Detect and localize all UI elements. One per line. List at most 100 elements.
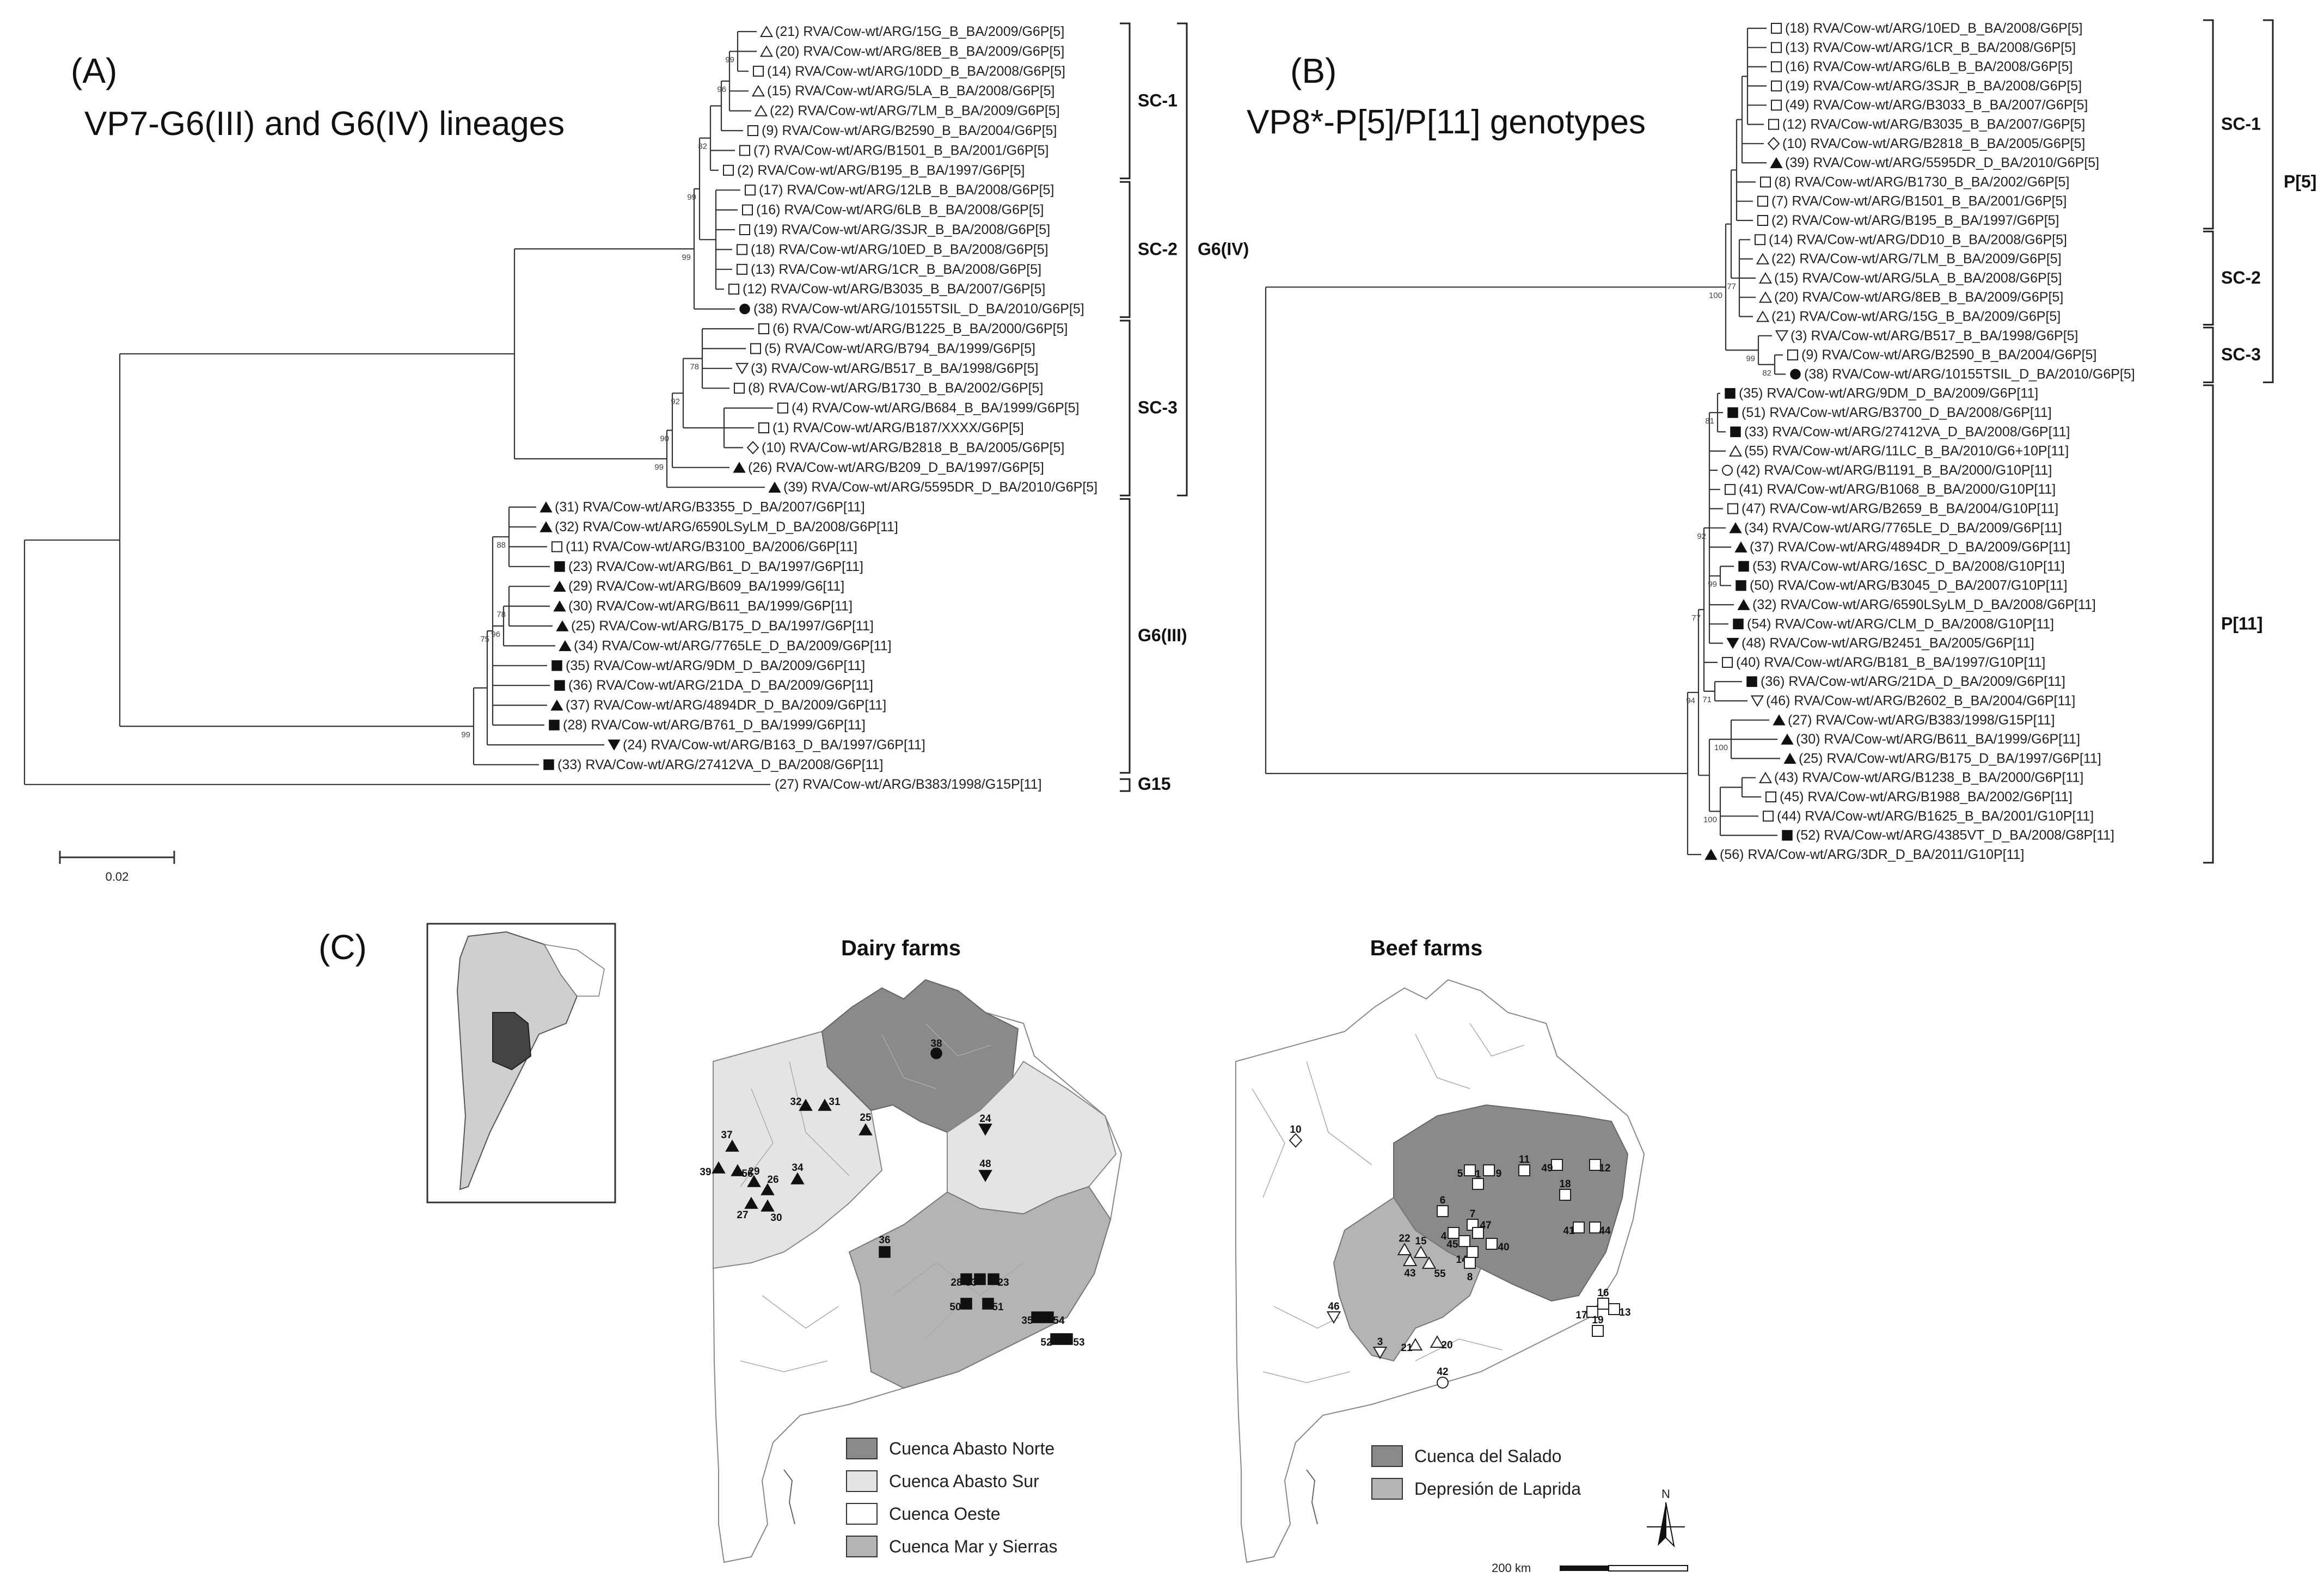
leaf-label: (30) RVA/Cow-wt/ARG/B611_BA/1999/G6P[11] bbox=[1796, 732, 2080, 747]
farm-label: 36 bbox=[879, 1235, 890, 1246]
farm-label: 33 bbox=[965, 1277, 977, 1288]
legend-swatch bbox=[846, 1470, 878, 1492]
leaf-label: (41) RVA/Cow-wt/ARG/B1068_B_BA/2000/G10P… bbox=[1739, 482, 2056, 497]
leaf-label: (36) RVA/Cow-wt/ARG/21DA_D_BA/2009/G6P[1… bbox=[1761, 674, 2065, 689]
clade-label: P[5] bbox=[2284, 171, 2316, 191]
leaf-label: (39) RVA/Cow-wt/ARG/5595DR_D_BA/2010/G6P… bbox=[1785, 155, 2099, 170]
bootstrap-value: 99 bbox=[654, 463, 664, 472]
farm-marker-icon bbox=[1289, 1133, 1303, 1148]
leaf-marker-icon bbox=[1746, 676, 1757, 687]
leaf-marker-icon bbox=[1736, 580, 1746, 591]
leaf-marker-icon bbox=[1771, 100, 1782, 111]
farm-label: 51 bbox=[992, 1302, 1004, 1313]
panel-a-title: VP7-G6(III) and G6(IV) lineages bbox=[84, 105, 565, 143]
leaf-label: (33) RVA/Cow-wt/ARG/27412VA_D_BA/2008/G6… bbox=[1744, 424, 2070, 439]
leaf-marker-icon bbox=[1771, 23, 1782, 34]
leaf-label: (28) RVA/Cow-wt/ARG/B761_D_BA/1999/G6P[1… bbox=[563, 717, 866, 733]
farm-marker-icon bbox=[1421, 1256, 1437, 1269]
leaf-label: (37) RVA/Cow-wt/ARG/4894DR_D_BA/2009/G6P… bbox=[1750, 539, 2070, 555]
dairy-map-title: Dairy farms bbox=[841, 936, 961, 960]
leaf-marker-icon bbox=[1790, 369, 1801, 380]
farm-label: 5 bbox=[1457, 1168, 1463, 1180]
clade-bracket bbox=[2203, 19, 2214, 230]
farm-label: 54 bbox=[1053, 1315, 1065, 1327]
clade-bracket bbox=[2203, 230, 2214, 326]
bootstrap-value: 99 bbox=[1746, 354, 1755, 363]
leaf-marker-icon bbox=[1730, 426, 1741, 438]
north-arrow-icon: N bbox=[1647, 1487, 1685, 1548]
farm-label: 34 bbox=[792, 1162, 804, 1174]
leaf-label: (46) RVA/Cow-wt/ARG/B2602_B_BA/2004/G6P[… bbox=[1766, 693, 2075, 709]
tree-b: 100(18) RVA/Cow-wt/ARG/10ED_B_BA/2008/G6… bbox=[1265, 19, 2316, 864]
farm-marker-icon bbox=[1472, 1227, 1484, 1239]
leaf-label: (38) RVA/Cow-wt/ARG/10155TSIL_D_BA/2010/… bbox=[1804, 366, 2135, 382]
leaf-label: (14) RVA/Cow-wt/ARG/DD10_B_BA/2008/G6P[5… bbox=[1769, 232, 2067, 247]
clade-label: SC-1 bbox=[2221, 114, 2261, 134]
leaf-label: (12) RVA/Cow-wt/ARG/B3035_B_BA/2007/G6P[… bbox=[1782, 117, 2085, 132]
farm-marker-icon bbox=[1592, 1325, 1604, 1337]
farm-label: 15 bbox=[1415, 1236, 1427, 1247]
farm-marker-icon bbox=[1589, 1159, 1601, 1171]
farm-label: 30 bbox=[770, 1212, 782, 1224]
leaf-label: (47) RVA/Cow-wt/ARG/B2659_B_BA/2004/G10P… bbox=[1742, 501, 2058, 517]
leaf-label: (13) RVA/Cow-wt/ARG/1CR_B_BA/2008/G6P[5] bbox=[751, 262, 1041, 277]
farm-marker-icon bbox=[1326, 1311, 1341, 1324]
farm-marker-icon bbox=[1464, 1164, 1476, 1176]
farm-label: 44 bbox=[1599, 1225, 1611, 1237]
farm-marker-icon bbox=[1586, 1306, 1598, 1318]
farm-marker-icon bbox=[731, 1164, 745, 1176]
farm-marker-icon bbox=[1413, 1245, 1428, 1258]
clade-bracket bbox=[1120, 320, 1131, 496]
farm-label: 23 bbox=[997, 1277, 1009, 1288]
leaf-marker-icon bbox=[1782, 830, 1793, 841]
farm-label: 29 bbox=[748, 1166, 759, 1177]
leaf-label: (3) RVA/Cow-wt/ARG/B517_B_BA/1998/G6P[5] bbox=[751, 361, 1039, 376]
leaf-label: (7) RVA/Cow-wt/ARG/B1501_B_BA/2001/G6P[5… bbox=[1771, 194, 2067, 209]
farm-marker-icon bbox=[1402, 1253, 1418, 1266]
legend-label: Cuenca Oeste bbox=[889, 1504, 1001, 1524]
leaf-marker-icon bbox=[723, 164, 734, 176]
leaf-marker-icon bbox=[1722, 656, 1733, 668]
bootstrap-value: 100 bbox=[1703, 815, 1717, 824]
leaf-marker-icon bbox=[1770, 157, 1783, 168]
clade-label: SC-3 bbox=[1138, 398, 1178, 418]
north-label: N bbox=[1661, 1487, 1670, 1501]
farm-marker-icon bbox=[1408, 1337, 1423, 1351]
farm-marker-icon bbox=[879, 1246, 891, 1258]
leaf-marker-icon bbox=[551, 660, 562, 671]
leaf-label: (15) RVA/Cow-wt/ARG/5LA_B_BA/2008/G6P[5] bbox=[1774, 271, 2062, 286]
farm-label: 46 bbox=[1328, 1301, 1339, 1312]
farm-label: 43 bbox=[1404, 1268, 1415, 1279]
bootstrap-value: 99 bbox=[725, 55, 734, 64]
farm-label: 35 bbox=[1021, 1315, 1033, 1327]
farm-label: 47 bbox=[1480, 1220, 1491, 1231]
leaf-label: (35) RVA/Cow-wt/ARG/9DM_D_BA/2009/G6P[11… bbox=[1739, 386, 2038, 401]
farm-label: 49 bbox=[1541, 1163, 1553, 1174]
clade-bracket bbox=[1120, 498, 1131, 774]
farm-label: 22 bbox=[1399, 1233, 1410, 1244]
leaf-marker-icon bbox=[742, 204, 753, 216]
panel-a-label: (A) bbox=[71, 51, 117, 90]
leaf-marker-icon bbox=[1783, 752, 1796, 764]
leaf-label: (22) RVA/Cow-wt/ARG/7LM_B_BA/2009/G6P[5] bbox=[1771, 251, 2062, 267]
leaf-label: (55) RVA/Cow-wt/ARG/11LC_B_BA/2010/G6+10… bbox=[1744, 444, 2069, 459]
leaf-marker-icon bbox=[754, 105, 768, 116]
leaf-marker-icon bbox=[1771, 80, 1782, 91]
clade-label: SC-3 bbox=[2221, 345, 2261, 364]
farm-marker-icon bbox=[1050, 1333, 1062, 1345]
leaf-label: (34) RVA/Cow-wt/ARG/7765LE_D_BA/2009/G6P… bbox=[574, 638, 892, 653]
farm-label: 24 bbox=[979, 1113, 991, 1125]
leaf-label: (35) RVA/Cow-wt/ARG/9DM_D_BA/2009/G6P[11… bbox=[566, 658, 865, 673]
farm-label: 41 bbox=[1563, 1225, 1575, 1237]
farm-label: 50 bbox=[949, 1302, 961, 1313]
clade-bracket bbox=[1120, 778, 1131, 792]
leaf-marker-icon bbox=[1725, 484, 1736, 495]
farm-label: 28 bbox=[951, 1277, 962, 1288]
leaf-label: (15) RVA/Cow-wt/ARG/5LA_B_BA/2008/G6P[5] bbox=[767, 83, 1055, 99]
bootstrap-value: 77 bbox=[1727, 282, 1736, 291]
farm-label: 55 bbox=[1434, 1268, 1446, 1280]
farm-marker-icon bbox=[1559, 1189, 1571, 1201]
farm-marker-icon bbox=[1589, 1221, 1601, 1233]
bootstrap-value: 94 bbox=[1686, 696, 1695, 705]
